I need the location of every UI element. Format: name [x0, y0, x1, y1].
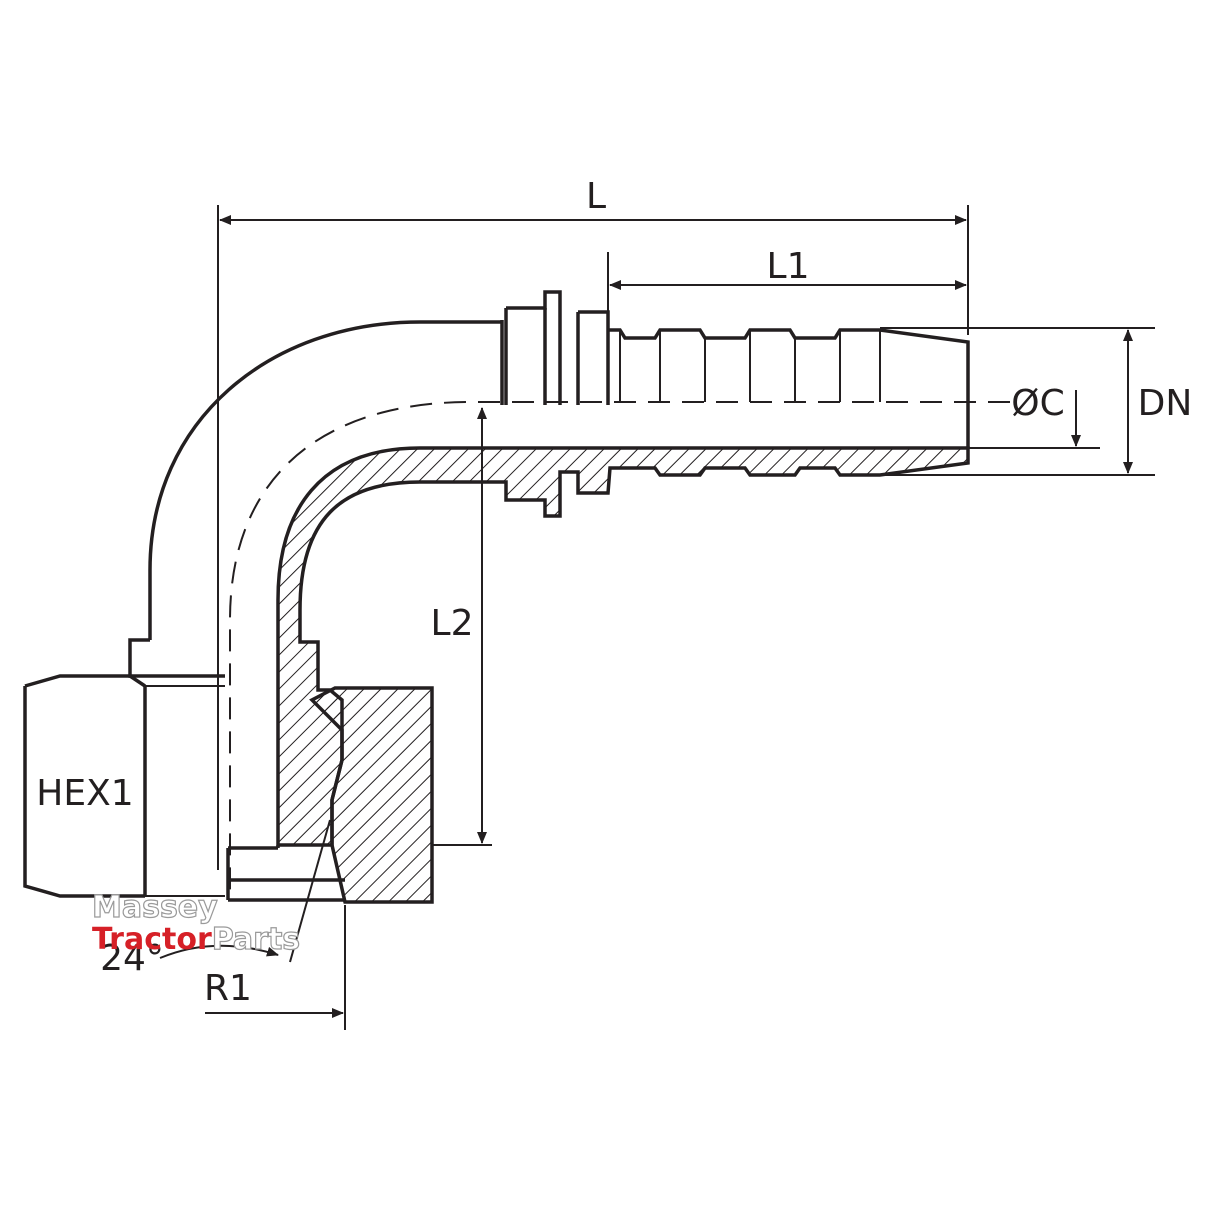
hatched-nut-section [309, 686, 434, 904]
body-outline [148, 290, 970, 640]
label-angle: 24° [100, 938, 164, 979]
label-HEX1: HEX1 [36, 773, 133, 814]
label-DN: DN [1138, 383, 1193, 424]
watermark-logo: Massey TractorParts [91, 889, 300, 957]
hex-nut [23, 638, 345, 902]
dim-angle-arc [159, 944, 279, 959]
label-R1: R1 [204, 968, 252, 1009]
label-L1: L1 [767, 246, 810, 287]
svg-text:TractorParts: TractorParts [92, 922, 300, 957]
label-L2: L2 [431, 603, 474, 644]
label-L: L [586, 176, 606, 217]
hatched-wall-section [276, 446, 970, 847]
center-line [229, 401, 1010, 900]
label-bore: ØC [1011, 383, 1064, 424]
svg-text:Massey: Massey [92, 890, 218, 925]
extension-lines [217, 205, 1155, 1030]
